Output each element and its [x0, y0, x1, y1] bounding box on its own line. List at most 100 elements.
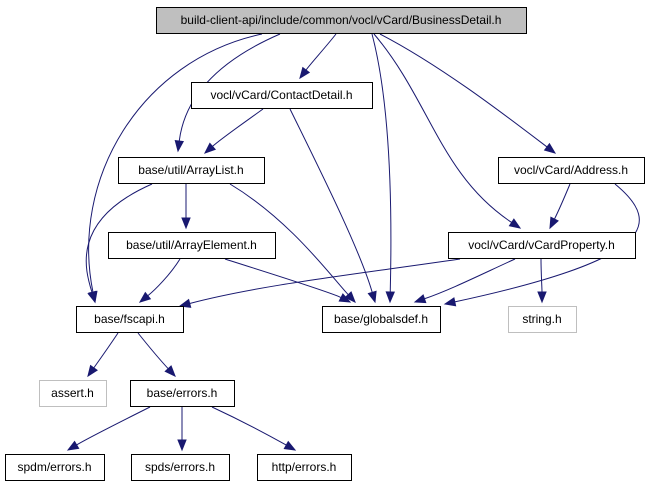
arrowhead-icon: [283, 440, 297, 451]
edge-line: [379, 33, 548, 148]
node-assert: assert.h: [39, 380, 107, 407]
node-fscapi[interactable]: base/fscapi.h: [76, 306, 184, 333]
node-label: string.h: [522, 312, 561, 326]
arrowhead-icon: [367, 290, 377, 304]
edge-line: [554, 183, 571, 220]
edge-vcardproperty-to-string: [537, 258, 547, 304]
node-globalsdef[interactable]: base/globalsdef.h: [322, 306, 441, 333]
arrowhead-icon: [413, 294, 427, 304]
edge-line: [88, 33, 263, 293]
arrowhead-icon: [443, 297, 457, 307]
node-box: [191, 82, 373, 109]
arrowhead-icon: [164, 365, 176, 377]
node-label: spdm/errors.h: [17, 460, 91, 474]
node-spdm[interactable]: spdm/errors.h: [5, 454, 105, 481]
edge-line: [85, 183, 153, 293]
arrowhead-icon: [66, 440, 80, 451]
edge-root-to-globalsdef: [371, 33, 395, 304]
edge-line: [76, 406, 151, 446]
node-label: http/errors.h: [272, 460, 337, 474]
node-errors[interactable]: base/errors.h: [130, 380, 235, 407]
node-arrayelement[interactable]: base/util/ArrayElement.h: [108, 232, 276, 259]
node-box: [39, 380, 107, 407]
node-box: [118, 157, 265, 184]
node-vcardproperty[interactable]: vocl/vCard/vCardProperty.h: [448, 232, 636, 259]
arrowhead-icon: [344, 291, 356, 303]
edge-root-to-contactdetail: [299, 33, 337, 80]
node-label: base/fscapi.h: [94, 312, 165, 326]
node-http[interactable]: http/errors.h: [257, 454, 352, 481]
node-box: [108, 232, 276, 259]
edge-arraylist-to-globalsdef: [229, 183, 356, 303]
node-box: [130, 380, 235, 407]
node-box: [257, 454, 352, 481]
node-address[interactable]: vocl/vCard/Address.h: [498, 157, 645, 184]
node-spds[interactable]: spds/errors.h: [131, 454, 230, 481]
edge-line: [93, 332, 119, 369]
node-label: base/util/ArrayElement.h: [126, 238, 257, 252]
arrowhead-icon: [174, 139, 185, 153]
edge-errors-to-spdm: [66, 406, 151, 451]
node-box: [76, 306, 184, 333]
arrowhead-icon: [543, 142, 557, 154]
node-contactdetail[interactable]: vocl/vCard/ContactDetail.h: [191, 82, 373, 109]
arrowhead-icon: [338, 293, 352, 303]
edge-errors-to-http: [211, 406, 297, 451]
edge-line: [305, 33, 337, 71]
node-arraylist[interactable]: base/util/ArrayList.h: [118, 157, 265, 184]
node-label: base/globalsdef.h: [334, 312, 428, 326]
edge-fscapi-to-errors: [137, 332, 176, 377]
arrowhead-icon: [385, 291, 395, 304]
node-label: base/errors.h: [147, 386, 218, 400]
edge-line: [178, 33, 281, 142]
edge-line: [212, 108, 264, 147]
arrowhead-icon: [508, 218, 522, 229]
arrowhead-icon: [138, 291, 152, 303]
edge-line: [137, 332, 169, 370]
edge-line: [371, 33, 392, 293]
node-box: [5, 454, 105, 481]
node-box: [131, 454, 230, 481]
edge-address-to-vcardproperty: [549, 183, 571, 230]
node-box: [322, 306, 441, 333]
edge-root-to-vcardproperty: [373, 33, 522, 229]
node-string: string.h: [508, 306, 577, 333]
edges: [66, 33, 640, 452]
edge-arraylist-to-fscapi: [85, 183, 153, 304]
arrowhead-icon: [87, 290, 97, 304]
edge-line: [211, 406, 287, 446]
edge-root-to-address: [379, 33, 557, 154]
nodes: build-client-api/include/common/vocl/vCa…: [5, 7, 645, 481]
arrowhead-icon: [299, 66, 311, 80]
arrowhead-icon: [549, 216, 559, 230]
edge-arraylist-to-arrayelement: [181, 184, 191, 230]
edge-contactdetail-to-arraylist: [203, 108, 264, 154]
edge-arrayelement-to-globalsdef: [224, 258, 352, 303]
arrowhead-icon: [203, 142, 217, 154]
edge-line: [540, 258, 543, 293]
node-label: vocl/vCard/Address.h: [514, 163, 628, 177]
edge-fscapi-to-assert: [87, 332, 119, 378]
edge-line: [229, 183, 349, 296]
node-label: base/util/ArrayList.h: [138, 163, 243, 177]
arrowhead-icon: [177, 439, 187, 452]
edge-vcardproperty-to-fscapi: [178, 258, 461, 308]
edge-vcardproperty-to-globalsdef: [413, 258, 516, 304]
node-box: [448, 232, 636, 259]
arrowhead-icon: [181, 217, 191, 230]
node-label: build-client-api/include/common/vocl/vCa…: [181, 13, 502, 27]
edge-line: [424, 258, 516, 300]
node-label: assert.h: [51, 386, 94, 400]
edge-line: [189, 258, 461, 304]
arrowhead-icon: [178, 298, 192, 308]
edge-line: [147, 258, 181, 297]
edge-contactdetail-to-globalsdef: [289, 108, 377, 304]
node-box: [498, 157, 645, 184]
edge-errors-to-spds: [177, 407, 187, 452]
node-label: vocl/vCard/ContactDetail.h: [210, 88, 352, 102]
node-root[interactable]: build-client-api/include/common/vocl/vCa…: [156, 7, 527, 34]
node-box: [508, 306, 577, 333]
node-label: vocl/vCard/vCardProperty.h: [468, 238, 615, 252]
node-label: spds/errors.h: [145, 460, 215, 474]
